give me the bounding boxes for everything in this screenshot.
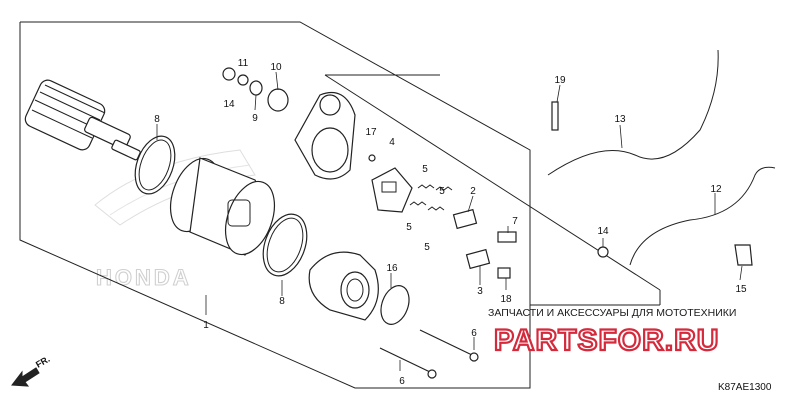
brush-springs [409,184,453,211]
long-bolts-6 [379,329,479,379]
callout-6a: 6 [471,328,477,339]
honda-logo-text: HONDA [96,265,192,290]
o-ring-8-lower [262,213,308,277]
bushing-10 [267,88,289,112]
o-ring-8-upper [134,135,176,195]
callout-5c: 5 [406,222,412,233]
callout-1: 1 [203,320,209,331]
clamp-15 [734,244,753,266]
motor-case-part [169,157,276,256]
callout-9: 9 [252,113,258,124]
callout-8a: 8 [154,114,160,125]
starter-cable-13 [547,49,719,176]
leader-lines [156,71,743,371]
callout-12: 12 [710,184,722,195]
callout-17: 17 [365,127,377,138]
callout-16: 16 [386,263,398,274]
shop-banner: ЗАПЧАСТИ И АКСЕССУАРЫ ДЛЯ МОТОТЕХНИКИ [488,307,736,319]
callout-3: 3 [477,286,483,297]
bolt-19 [551,101,559,131]
bolt-18 [497,267,511,279]
nut-14 [222,67,236,81]
callout-13: 13 [614,114,626,125]
front-direction-indicator: FR. [11,354,52,387]
callout-19: 19 [554,75,566,86]
direction-label: FR. [34,354,52,370]
callout-5a: 5 [422,164,428,175]
callout-11: 11 [238,58,249,69]
assembly-outline [19,21,531,389]
front-arrow-icon [11,367,40,387]
callout-8b: 8 [279,296,285,307]
brush-terminal-2 [452,208,478,230]
brush-holder-part [368,154,413,213]
site-watermark: PARTSFOR.RU [494,324,719,357]
honda-logo-watermark: HONDA [94,149,256,291]
callout-10: 10 [270,62,282,73]
washer-17 [368,154,376,162]
callout-2: 2 [470,186,476,197]
callout-14b: 14 [597,226,609,237]
front-cover-part [308,251,410,325]
callout-5d: 5 [424,242,430,253]
washer-9 [249,80,263,96]
callout-15: 15 [735,284,747,295]
o-ring-16 [380,285,410,325]
bolt-7 [497,231,517,243]
callout-7: 7 [512,216,518,227]
callout-5b: 5 [439,186,445,197]
starter-cable-12 [629,166,776,266]
callout-6b: 6 [399,376,405,387]
washer-11 [237,74,249,86]
callout-14a: 14 [223,99,235,110]
diagram-code: K87AE1300 [718,382,772,393]
armature-part [24,79,141,161]
nut-14-cable [597,246,609,258]
rear-housing-part [222,67,356,180]
brush-terminal-3 [465,248,491,270]
callout-18: 18 [500,294,512,305]
callout-4: 4 [389,137,395,148]
